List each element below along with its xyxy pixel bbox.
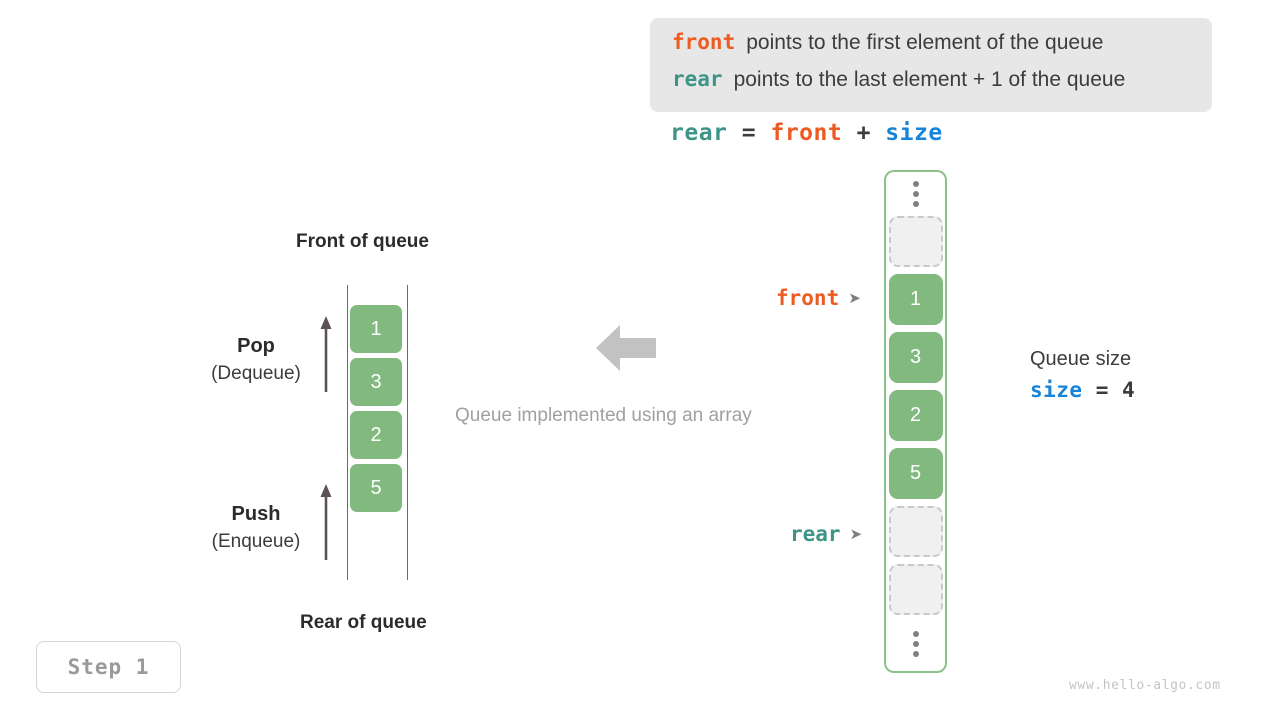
array-cell: 2 [888, 390, 943, 441]
queue-size-value: 4 [1122, 378, 1136, 402]
equation-front-term: front [770, 120, 843, 146]
push-subtitle: (Enqueue) [211, 531, 301, 552]
array-cell: 1 [888, 274, 943, 325]
front-of-queue-label: Front of queue [296, 231, 429, 252]
step-badge: Step 1 [36, 641, 181, 693]
equation-size-term: size [885, 120, 943, 146]
array-cell [888, 506, 943, 557]
pointer-legend-box: front points to the first element of the… [650, 18, 1212, 112]
legend-line-front: front points to the first element of the… [672, 30, 1194, 67]
rear-pointer-text: rear [790, 522, 841, 546]
pop-direction-arrow-icon [320, 316, 332, 392]
legend-text-rear: points to the last element + 1 of the qu… [733, 68, 1126, 91]
rear-of-queue-label: Rear of queue [300, 612, 427, 633]
legend-keyword-rear: rear [672, 67, 723, 91]
legend-keyword-front: front [672, 30, 736, 54]
queue-cell: 5 [350, 464, 402, 512]
array-cell [888, 216, 943, 267]
legend-line-rear: rear points to the last element + 1 of t… [672, 67, 1194, 104]
array-bottom-ellipsis-icon [912, 622, 919, 666]
queue-size-title: Queue size [1030, 348, 1132, 370]
pop-title: Pop [237, 335, 275, 357]
array-top-ellipsis-icon [912, 172, 919, 216]
pop-operation-label: Pop (Dequeue) [186, 332, 326, 388]
queue-size-equals: = [1095, 378, 1109, 402]
front-pointer-text: front [776, 286, 840, 310]
push-direction-arrow-icon [320, 484, 332, 560]
array-cell [888, 564, 943, 615]
equation-plus: + [856, 120, 871, 146]
queue-size-equation: size = 4 [1030, 374, 1135, 406]
array-container: 1 3 2 5 [884, 170, 947, 673]
queue-size-variable: size [1030, 378, 1083, 402]
push-operation-label: Push (Enqueue) [186, 500, 326, 556]
rear-pointer-label: rear ➤ [790, 522, 862, 546]
array-cell: 5 [888, 448, 943, 499]
equation-lhs: rear [670, 120, 728, 146]
legend-text-front: points to the first element of the queue [746, 31, 1104, 54]
rear-equation: rear = front + size [670, 120, 943, 146]
front-pointer-label: front ➤ [776, 286, 861, 310]
front-pointer-arrow-icon: ➤ [848, 289, 861, 307]
queue-rail-left [347, 285, 348, 580]
push-title: Push [231, 503, 281, 525]
queue-size-block: Queue size size = 4 [1030, 344, 1135, 406]
equation-equals: = [741, 120, 757, 146]
queue-cell: 1 [350, 305, 402, 353]
left-queue-cells: 1 3 2 5 [350, 305, 402, 517]
queue-cell: 2 [350, 411, 402, 459]
pop-subtitle: (Dequeue) [211, 363, 301, 384]
implementation-caption: Queue implemented using an array [455, 405, 752, 426]
rear-pointer-arrow-icon: ➤ [849, 525, 863, 543]
watermark: www.hello-algo.com [1069, 678, 1221, 693]
queue-rail-right [407, 285, 408, 580]
array-cell: 3 [888, 332, 943, 383]
implementation-left-arrow-icon [596, 325, 656, 371]
queue-cell: 3 [350, 358, 402, 406]
